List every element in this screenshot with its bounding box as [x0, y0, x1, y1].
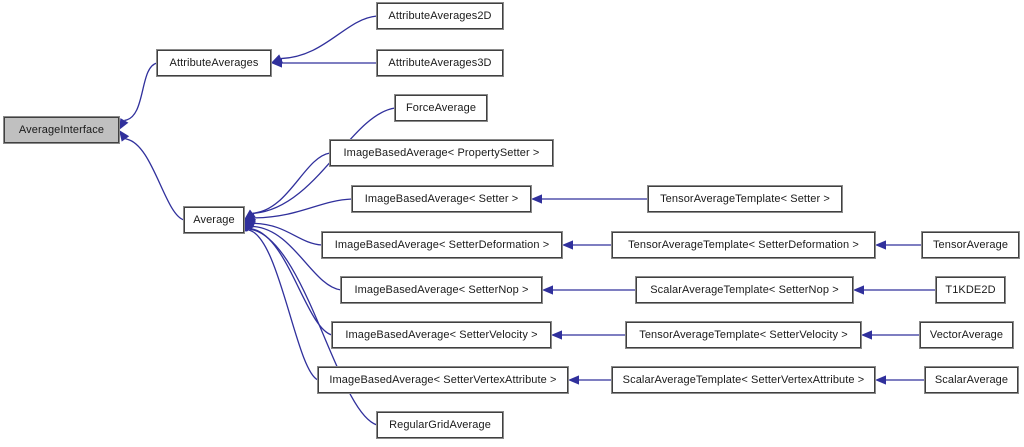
- inheritance-edge-attribute-averages-to-average-interface-head: [119, 118, 129, 130]
- inheritance-edge-attribute-averages-2d-to-attribute-averages: [281, 15, 378, 60]
- inheritance-edge-average-to-average-interface-head: [119, 130, 130, 142]
- inheritance-edge-attribute-averages-to-average-interface: [124, 62, 158, 122]
- inheritance-edge-iba-setterdeformation-to-average: [254, 222, 323, 246]
- inheritance-edge-average-to-average-interface: [125, 138, 185, 221]
- class-node-iba-settervelocity[interactable]: ImageBasedAverage< SetterVelocity >: [331, 321, 552, 349]
- inheritance-edge-tat-settervelocity-to-iba-settervelocity-head: [551, 330, 562, 340]
- inheritance-edge-iba-propertysetter-to-average-head: [244, 209, 256, 220]
- class-node-sat-settervertexattribute[interactable]: ScalarAverageTemplate< SetterVertexAttri…: [611, 366, 876, 394]
- class-node-average[interactable]: Average: [183, 206, 245, 234]
- inheritance-edge-iba-settervertexattribute-to-average: [248, 229, 319, 381]
- inheritance-edge-tat-setterdeformation-to-iba-setterdeformation-head: [562, 240, 573, 250]
- class-node-label: ScalarAverageTemplate< SetterVertexAttri…: [622, 373, 865, 386]
- class-node-label: ForceAverage: [405, 101, 477, 114]
- class-node-tat-setterdeformation[interactable]: TensorAverageTemplate< SetterDeformation…: [611, 231, 876, 259]
- inheritance-edge-iba-setter-to-average-head: [244, 213, 256, 223]
- class-node-label: TensorAverage: [932, 238, 1009, 251]
- inheritance-edge-t1kde2d-to-sat-setternop-head: [853, 285, 864, 295]
- inheritance-edge-iba-settervertexattribute-to-average-head: [244, 220, 253, 232]
- class-node-force-average[interactable]: ForceAverage: [394, 94, 488, 122]
- class-node-label: RegularGridAverage: [389, 418, 491, 431]
- inheritance-edge-tensor-average-to-tat-setterdeformation-head: [875, 240, 886, 250]
- class-node-vector-average[interactable]: VectorAverage: [919, 321, 1014, 349]
- class-node-tat-settervelocity[interactable]: TensorAverageTemplate< SetterVelocity >: [625, 321, 862, 349]
- class-node-label: ImageBasedAverage< PropertySetter >: [343, 146, 540, 159]
- class-node-label: AverageInterface: [18, 123, 105, 136]
- inheritance-edge-scalar-average-to-sat-settervertexattribute-head: [875, 375, 886, 385]
- class-node-label: AttributeAverages3D: [388, 56, 492, 69]
- class-node-label: AttributeAverages2D: [388, 9, 492, 22]
- class-node-attribute-averages-2d[interactable]: AttributeAverages2D: [376, 2, 504, 30]
- class-node-label: ImageBasedAverage< Setter >: [364, 192, 519, 205]
- inheritance-edge-sat-setternop-to-iba-setternop-head: [542, 285, 553, 295]
- inheritance-edge-force-average-to-average-head: [244, 209, 256, 220]
- inheritance-edge-iba-propertysetter-to-average: [252, 152, 331, 214]
- class-node-label: ImageBasedAverage< SetterDeformation >: [334, 238, 550, 251]
- class-node-label: Average: [193, 213, 235, 226]
- class-node-iba-setterdeformation[interactable]: ImageBasedAverage< SetterDeformation >: [321, 231, 563, 259]
- inheritance-edge-iba-settervelocity-to-average-head: [244, 220, 255, 232]
- class-node-regular-grid-average[interactable]: RegularGridAverage: [376, 411, 504, 439]
- inheritance-edge-regular-grid-average-to-average-head: [244, 220, 254, 232]
- class-node-sat-setternop[interactable]: ScalarAverageTemplate< SetterNop >: [635, 276, 854, 304]
- class-node-iba-propertysetter[interactable]: ImageBasedAverage< PropertySetter >: [329, 139, 554, 167]
- inheritance-edge-attribute-averages-3d-to-attribute-averages-head: [271, 58, 282, 68]
- inheritance-edge-iba-setterdeformation-to-average-head: [244, 218, 256, 228]
- class-node-tensor-average[interactable]: TensorAverage: [921, 231, 1020, 259]
- class-node-label: TensorAverageTemplate< SetterDeformation…: [628, 238, 859, 251]
- class-node-label: T1KDE2D: [945, 283, 996, 296]
- inheritance-edge-sat-settervertexattribute-to-iba-settervertexattribute-head: [568, 375, 579, 385]
- class-node-attribute-averages-3d[interactable]: AttributeAverages3D: [376, 49, 504, 77]
- class-node-iba-settervertexattribute[interactable]: ImageBasedAverage< SetterVertexAttribute…: [317, 366, 569, 394]
- inheritance-edge-tat-setter-to-iba-setter-head: [531, 194, 542, 204]
- class-node-label: ImageBasedAverage< SetterNop >: [354, 283, 529, 296]
- class-node-label: ImageBasedAverage< SetterVertexAttribute…: [329, 373, 557, 386]
- class-node-label: TensorAverageTemplate< Setter >: [660, 192, 830, 205]
- class-node-average-interface[interactable]: AverageInterface: [3, 116, 120, 144]
- class-node-label: TensorAverageTemplate< SetterVelocity >: [639, 328, 848, 341]
- inheritance-edge-vector-average-to-tat-settervelocity-head: [861, 330, 872, 340]
- class-node-iba-setternop[interactable]: ImageBasedAverage< SetterNop >: [340, 276, 543, 304]
- class-node-iba-setter[interactable]: ImageBasedAverage< Setter >: [351, 185, 532, 213]
- class-node-label: ScalarAverage: [934, 373, 1009, 386]
- class-node-label: AttributeAverages: [169, 56, 259, 69]
- class-node-label: ScalarAverageTemplate< SetterNop >: [650, 283, 839, 296]
- class-node-label: ImageBasedAverage< SetterVelocity >: [345, 328, 538, 341]
- class-node-t1kde2d[interactable]: T1KDE2D: [935, 276, 1006, 304]
- class-node-attribute-averages[interactable]: AttributeAverages: [156, 49, 272, 77]
- class-node-scalar-average[interactable]: ScalarAverage: [924, 366, 1019, 394]
- inheritance-edge-iba-settervelocity-to-average: [250, 228, 333, 336]
- class-node-tat-setter[interactable]: TensorAverageTemplate< Setter >: [647, 185, 843, 213]
- inheritance-edge-attribute-averages-2d-to-attribute-averages-head: [271, 54, 283, 63]
- class-node-label: VectorAverage: [929, 328, 1004, 341]
- inheritance-edge-iba-setternop-to-average-head: [244, 220, 256, 231]
- inheritance-edge-iba-setter-to-average: [254, 198, 353, 219]
